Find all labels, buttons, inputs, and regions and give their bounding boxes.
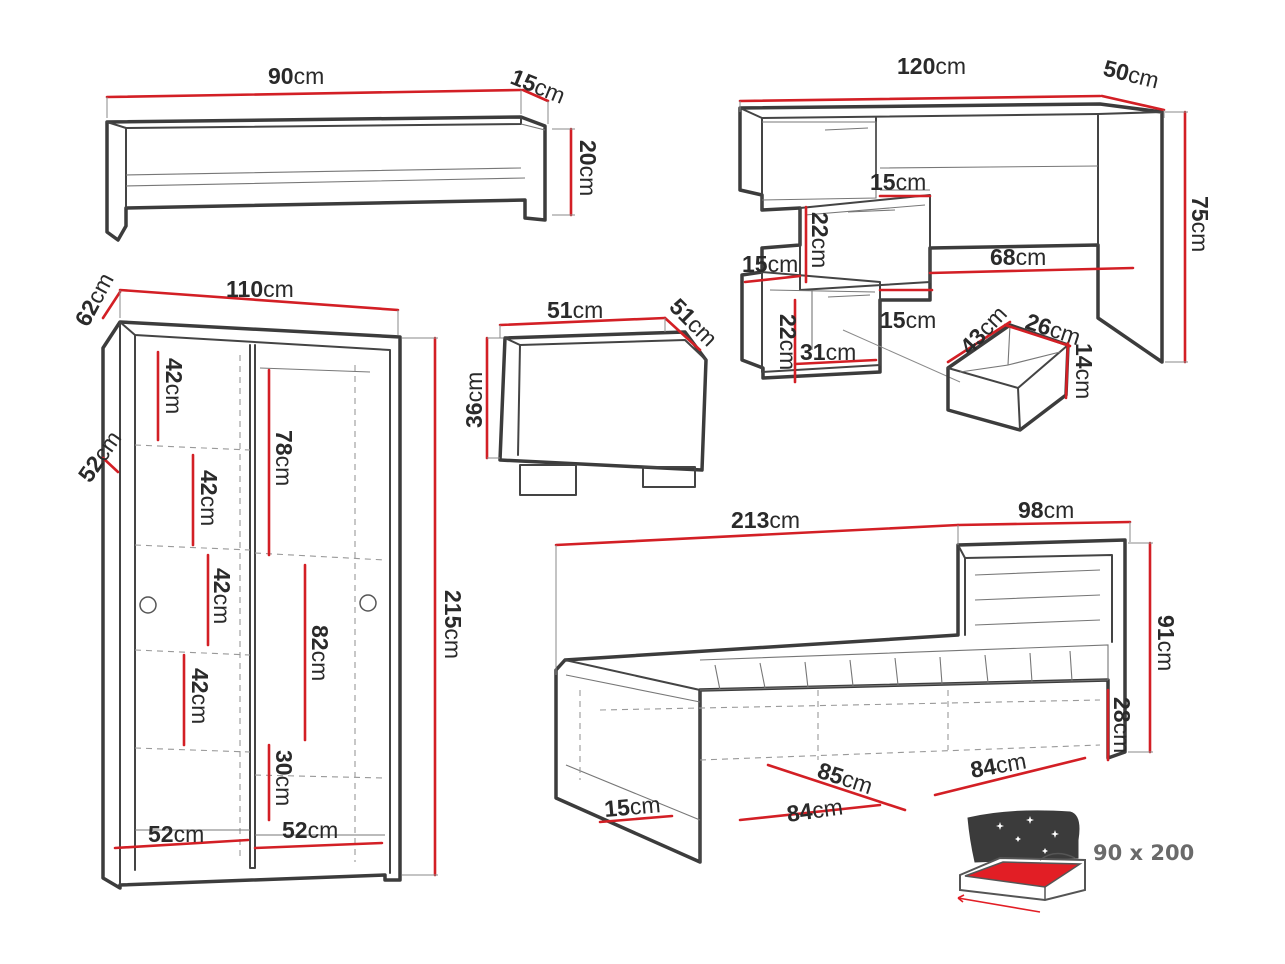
wardrobe-right-lower-label: 30cm xyxy=(271,750,297,806)
wardrobe xyxy=(101,288,438,890)
bed-length-label: 213cm xyxy=(731,507,800,533)
bed-height-label: 91cm xyxy=(1153,615,1179,671)
bed-box-1-label: 85cm xyxy=(814,757,876,799)
bed xyxy=(554,520,1153,864)
pouf-width-label: 51cm xyxy=(547,297,603,323)
bed-side-label: 15cm xyxy=(603,791,661,822)
wardrobe-left-shelf-4-label: 42cm xyxy=(187,668,213,724)
shelf-width-label: 90cm xyxy=(268,63,324,89)
bed-box-3-label: 84cm xyxy=(968,748,1028,783)
desk-legspace-label: 68cm xyxy=(990,244,1046,270)
wardrobe-door-right-label: 52cm xyxy=(282,817,338,843)
pouf xyxy=(485,316,708,496)
desk-width-label: 120cm xyxy=(897,53,966,79)
wardrobe-width-label: 110cm xyxy=(226,276,294,302)
desk-depth-label: 50cm xyxy=(1101,55,1162,94)
shelf-height-label: 20cm xyxy=(575,140,601,196)
pouf-height-label: 36cm xyxy=(461,372,487,428)
drawer xyxy=(946,320,1072,432)
wardrobe-right-middle-label: 82cm xyxy=(307,625,333,681)
bed-width-label: 98cm xyxy=(1018,497,1074,523)
bed-box-2-label: 84cm xyxy=(785,793,844,827)
desk-step-label: 15cm xyxy=(870,169,926,195)
wardrobe-depth-label: 62cm xyxy=(69,268,118,330)
desk-drawer-side-label: 15cm xyxy=(742,251,798,277)
wardrobe-left-shelf-1-label: 42cm xyxy=(161,358,187,414)
mattress-icon xyxy=(957,810,1086,913)
wardrobe-right-upper-label: 78cm xyxy=(271,430,297,486)
mattress-size-label: 90 x 200 xyxy=(1093,841,1194,865)
wardrobe-inner-depth-label: 52cm xyxy=(73,426,127,487)
drawer-height-label: 14cm xyxy=(1071,343,1097,399)
wardrobe-door-left-label: 52cm xyxy=(148,821,204,847)
desk-drawer-height-label: 22cm xyxy=(807,212,833,268)
wardrobe-left-shelf-3-label: 42cm xyxy=(209,568,235,624)
wardrobe-height-label: 215cm xyxy=(440,590,466,659)
desk xyxy=(738,94,1188,384)
desk-drawer-width-label: 31cm xyxy=(800,339,856,365)
desk-height-label: 75cm xyxy=(1187,196,1213,252)
desk-drawer2-height-label: 22cm xyxy=(775,314,801,370)
shelf-depth-label: 15cm xyxy=(507,64,569,109)
bed-frame-height-label: 28cm xyxy=(1109,697,1135,753)
wall-shelf xyxy=(105,88,575,242)
desk-drawer-side2-label: 15cm xyxy=(880,307,936,333)
wardrobe-left-shelf-2-label: 42cm xyxy=(196,470,222,526)
